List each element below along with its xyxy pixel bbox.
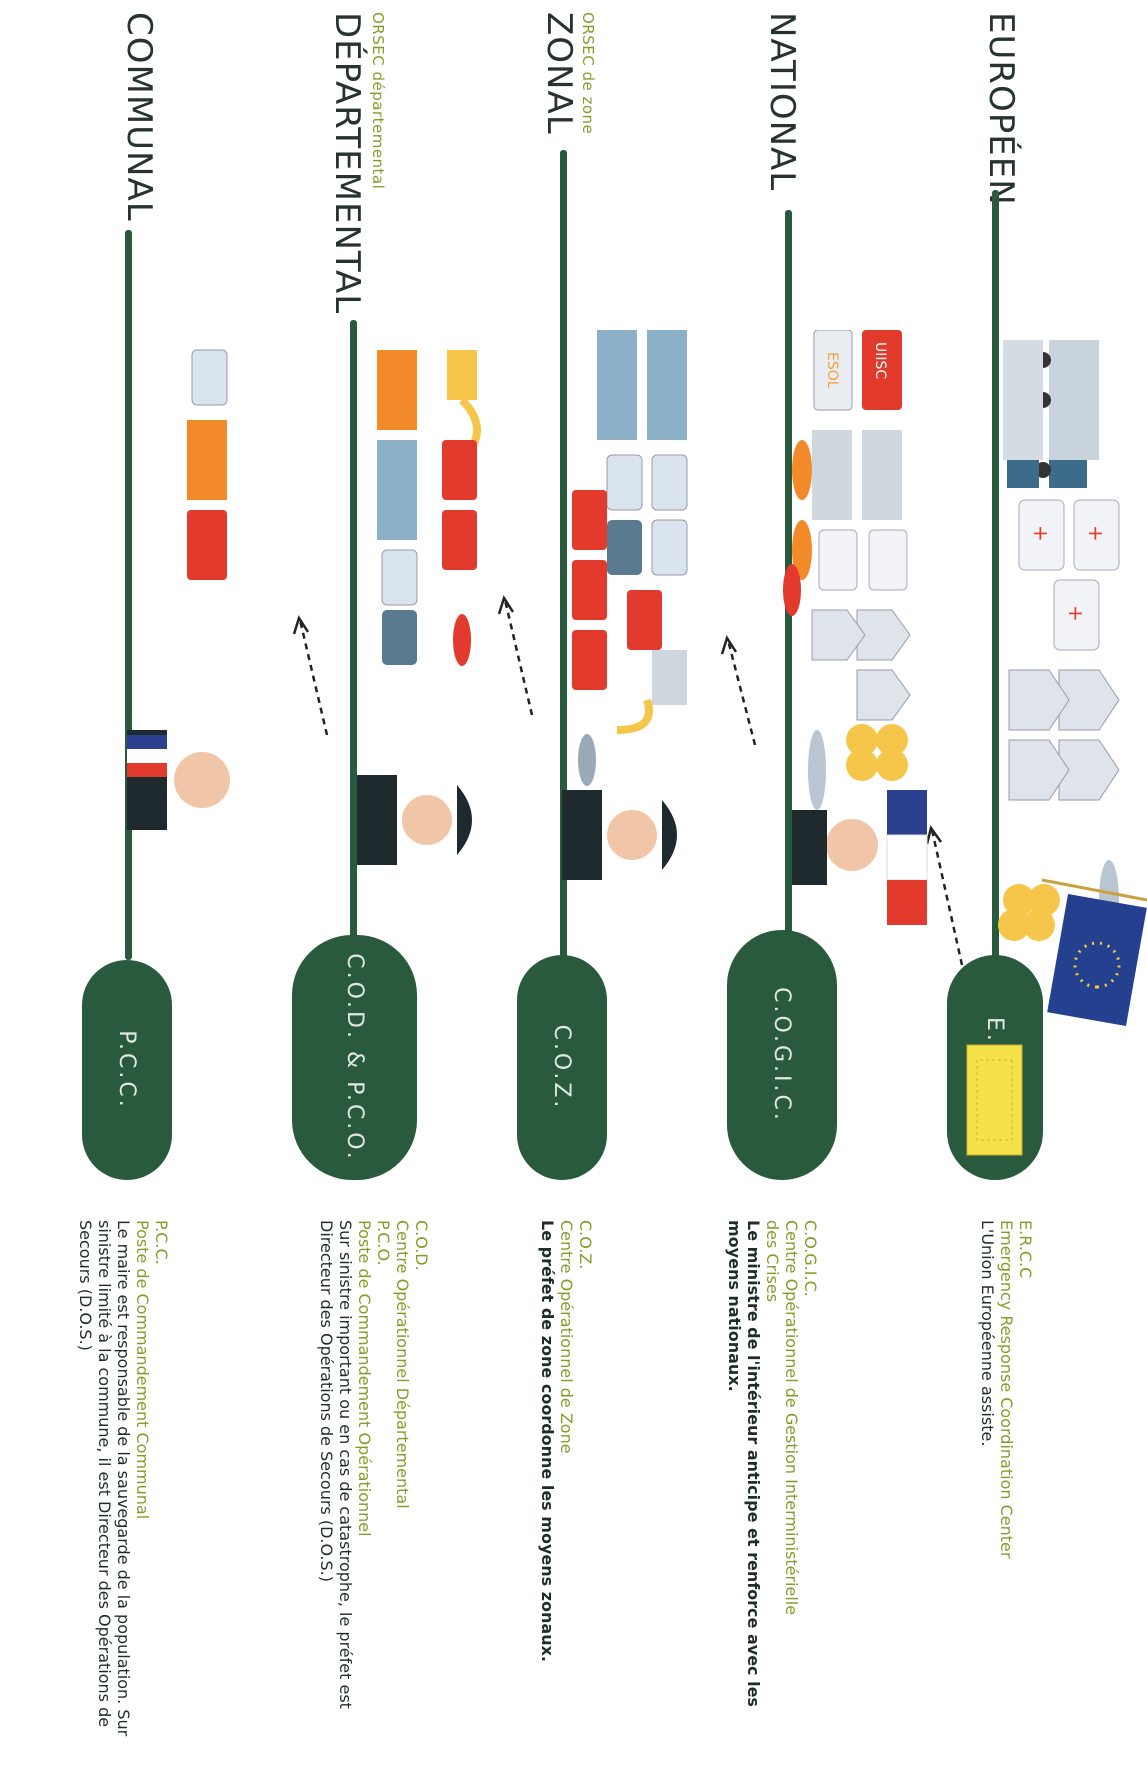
svg-text:+: + <box>1064 605 1088 622</box>
communal-resources <box>187 349 228 580</box>
uiisc-badge: UIISC <box>872 342 888 379</box>
truck-icon <box>812 430 902 520</box>
building-icon <box>966 1044 1023 1156</box>
level-title: COMMUNAL <box>119 12 159 222</box>
level-subtitle: ORSEC de zone <box>579 12 597 135</box>
ambulance-icon <box>191 349 228 406</box>
legend-departemental: C.O.D. Centre Opérationnel Départemental… <box>317 1220 431 1760</box>
helicopter-icon <box>578 734 596 786</box>
svg-text:+: + <box>1084 525 1108 542</box>
escalation-arrow <box>720 635 757 746</box>
tier-communal: COMMUNAL P.C.C. P.C.C. Poste de Commande… <box>67 0 247 1766</box>
truck-icon: ESOL <box>813 330 853 411</box>
tent-icon <box>1008 669 1120 801</box>
legend-full-2: Poste de Commandement Opérationnel <box>355 1220 374 1537</box>
center-pill: P.C.C. <box>82 960 172 1180</box>
legend-communal: P.C.C. Poste de Commandement Communal Le… <box>76 1220 171 1760</box>
tent-icon <box>811 609 911 721</box>
ambulance-icon: + <box>1073 499 1120 571</box>
level-subtitle: ORSEC départemental <box>369 12 387 190</box>
legend-description: Le ministre de l'intérieur anticipe et r… <box>725 1220 763 1707</box>
sandbag-icon <box>998 884 1060 941</box>
level-title: ZONAL <box>539 12 579 135</box>
ambulance-icon: + <box>1053 579 1100 651</box>
legend-europeen: E.R.C.C Emergency Response Coordination … <box>978 1220 1035 1760</box>
departemental-resources <box>377 350 481 666</box>
ambulance-icon <box>818 529 908 591</box>
legend-national: C.O.G.I.C. Centre Opérationnel de Gestio… <box>725 1220 820 1760</box>
tier-europeen: EUROPÉEN E.R.C.C + + + E.R.C.C E <box>927 0 1147 1766</box>
legend-full-0: Poste de Commandement Communal <box>133 1220 152 1520</box>
legend-full-1: P.C.O. <box>374 1220 393 1266</box>
legend-acronym: P.C.C. <box>152 1220 171 1265</box>
legend-acronym: E.R.C.C <box>1016 1220 1035 1279</box>
level-title: EUROPÉEN <box>981 12 1021 206</box>
truck-icon <box>187 420 227 500</box>
fire-truck-icon <box>187 510 227 580</box>
tier-zonal: ZONAL ORSEC de zone C.O.Z. C.O.Z. Centre… <box>497 0 707 1766</box>
legend-zonal: C.O.Z. Centre Opérationnel de Zone Le pr… <box>538 1220 595 1760</box>
legend-full-0: Centre Opérationnel Départemental <box>393 1220 412 1509</box>
national-resources: UIISC ESOL <box>783 330 911 810</box>
ambulance-icon <box>606 454 688 576</box>
timeline-bar <box>350 320 357 960</box>
eu-flag-icon <box>1041 878 1147 1027</box>
mayor-icon <box>127 730 230 830</box>
center-pill: C.O.Z. <box>517 955 607 1180</box>
esol-badge: ESOL <box>824 352 840 389</box>
escalation-arrow <box>497 595 534 716</box>
helicopter-icon <box>783 440 812 616</box>
legend-full-0: Centre Opérationnel de Zone <box>557 1220 576 1454</box>
escalation-arrow <box>292 615 329 736</box>
legend-full-0: Emergency Response Coordination Center <box>997 1220 1016 1559</box>
legend-description: L'Union Européenne assiste. <box>978 1220 997 1447</box>
helicopter-icon <box>453 614 471 666</box>
legend-acronym: C.O.G.I.C. <box>801 1220 820 1297</box>
ambulance-icon <box>381 549 418 665</box>
escalation-arrow <box>927 825 964 966</box>
fire-truck-icon <box>442 440 477 570</box>
sandbag-icon <box>846 724 908 781</box>
legend-description: Le préfet de zone coordonne les moyens z… <box>538 1220 557 1662</box>
svg-text:+: + <box>1029 525 1053 542</box>
tier-national: NATIONAL C.O.G.I.C. UIISC ESOL C.O.G.I.C… <box>720 0 932 1766</box>
truck-icon <box>597 330 687 440</box>
level-title: DÉPARTEMENTAL <box>327 12 367 315</box>
excavator-icon <box>616 650 687 734</box>
tier-departemental: DÉPARTEMENTAL ORSEC départemental C.O.D.… <box>292 0 497 1766</box>
fire-truck-icon <box>572 490 662 690</box>
minister-icon <box>792 790 928 925</box>
plane-icon <box>808 730 826 810</box>
fire-truck-icon: UIISC <box>862 330 902 410</box>
ambulance-icon: + <box>1018 499 1065 571</box>
level-title: NATIONAL <box>762 12 802 192</box>
zonal-resources <box>572 330 688 786</box>
center-pill: C.O.D. & P.C.O. <box>292 935 417 1180</box>
truck-icon <box>377 350 417 430</box>
legend-description: Sur sinistre important ou en cas de cata… <box>317 1220 355 1709</box>
legend-description: Le maire est responsable de la sauvegard… <box>76 1220 133 1737</box>
center-pill: C.O.G.I.C. <box>727 930 837 1180</box>
legend-full-1: des Crises <box>763 1220 782 1303</box>
truck-icon <box>377 440 417 540</box>
legend-acronym: C.O.Z. <box>576 1220 595 1270</box>
truck-icon <box>1035 340 1099 488</box>
legend-full-0: Centre Opérationnel de Gestion Intermini… <box>782 1220 801 1616</box>
prefect-icon <box>562 790 677 880</box>
legend-acronym: C.O.D. <box>412 1220 431 1271</box>
prefect-icon <box>357 775 472 865</box>
truck-icon <box>1003 340 1043 488</box>
